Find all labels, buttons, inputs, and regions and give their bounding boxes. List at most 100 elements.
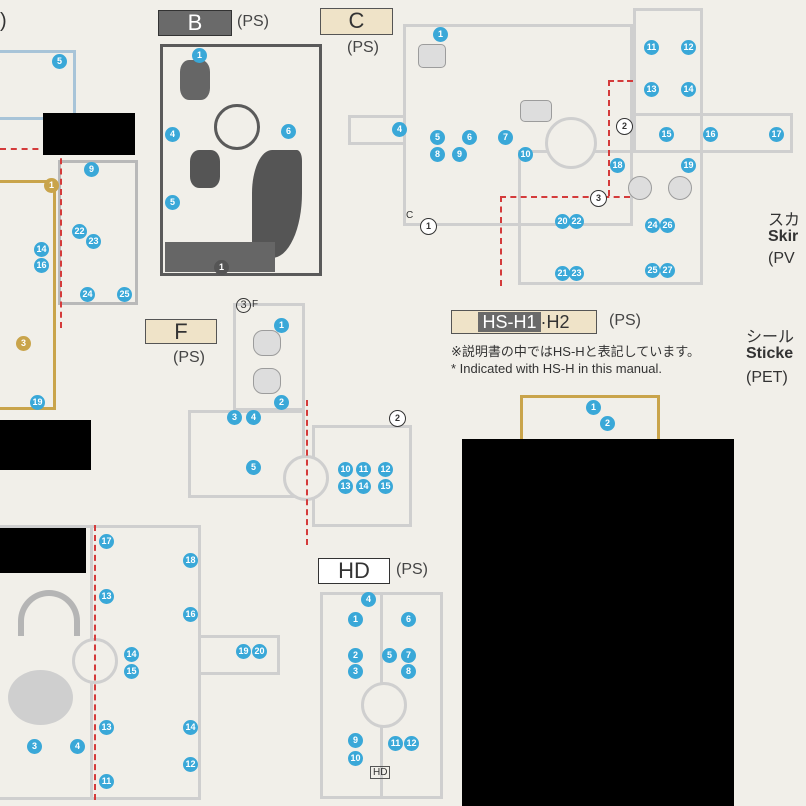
callout: 17: [99, 534, 114, 549]
runner-b-gate-ring: [214, 104, 260, 150]
callout: 19: [236, 644, 251, 659]
left-partial-runner: ) 5 1 9 22 23 14 16 24 25 3 19: [0, 0, 140, 420]
runner-b-material: (PS): [237, 13, 269, 30]
callout: 25: [645, 263, 660, 278]
runner-e-arm: [200, 635, 280, 675]
callout: 11: [388, 736, 403, 751]
callout: 20: [252, 644, 267, 659]
redaction-box: [0, 525, 86, 573]
callout: 5: [430, 130, 445, 145]
callout: 5: [165, 195, 180, 210]
callout: 12: [404, 736, 419, 751]
runner-c-label: C: [320, 8, 393, 35]
callout: 16: [34, 258, 49, 273]
callout: 15: [378, 479, 393, 494]
part: [668, 176, 692, 200]
callout: 25: [117, 287, 132, 302]
runner-c-gate-line: [500, 196, 630, 198]
callout: 10: [348, 751, 363, 766]
hs-note-jp: ※説明書の中ではHS-Hと表記しています。: [451, 344, 700, 359]
redaction-box: [43, 113, 135, 155]
callout: 14: [356, 479, 371, 494]
redaction-box: [0, 420, 91, 470]
callout: 26: [660, 218, 675, 233]
claw-part: [180, 60, 210, 100]
callout: 5: [52, 54, 67, 69]
callout: 12: [378, 462, 393, 477]
callout: 1: [433, 27, 448, 42]
callout: 4: [70, 739, 85, 754]
redaction-box: [462, 439, 734, 806]
callout: 15: [124, 664, 139, 679]
callout: 1: [214, 260, 229, 275]
callout: 20: [555, 214, 570, 229]
callout: 18: [183, 553, 198, 568]
part: [253, 330, 281, 356]
runner-c-gate-line-v: [500, 196, 502, 286]
callout: 9: [348, 733, 363, 748]
sticker-label-en: Sticke: [746, 345, 794, 362]
runner-c-frame-lower: [518, 150, 703, 285]
callout: 2: [348, 648, 363, 663]
runner-hs-dot: ·: [540, 312, 547, 332]
skirt-label-jp: スカ: [768, 212, 801, 229]
runner-hd-label: HD: [318, 558, 390, 584]
callout: 16: [183, 607, 198, 622]
callout: 22: [569, 214, 584, 229]
callout: 14: [124, 647, 139, 662]
callout: 23: [569, 266, 584, 281]
left-top-runner: [0, 50, 76, 120]
callout: 4: [246, 410, 261, 425]
armor-part: [8, 670, 73, 725]
runner-f-tag-3: 3: [236, 298, 251, 313]
callout: 1: [586, 400, 601, 415]
callout: 11: [644, 40, 659, 55]
runner-hd-gate-ring: [361, 682, 407, 728]
callout: 15: [659, 127, 674, 142]
runner-hs-material: (PS): [609, 312, 641, 329]
callout: 14: [34, 242, 49, 257]
callout: 22: [72, 224, 87, 239]
runner-c-tag: C: [406, 210, 414, 221]
callout: 2: [616, 118, 633, 135]
runner-hd-stamp: HD: [370, 766, 391, 779]
callout: 3: [27, 739, 42, 754]
runner-hs-frame: [520, 395, 660, 440]
runner-f-letter: F: [174, 319, 188, 344]
callout: 9: [452, 147, 467, 162]
callout: 3: [590, 190, 607, 207]
left-grey-runner: [58, 160, 138, 305]
callout: 11: [356, 462, 371, 477]
runner-c-frame-wide-right: [633, 113, 793, 153]
claw-part: [190, 150, 220, 188]
callout: 6: [281, 124, 296, 139]
callout: 4: [165, 127, 180, 142]
callout: 4: [361, 592, 376, 607]
runner-b-label: B: [158, 10, 232, 36]
callout: 7: [401, 648, 416, 663]
runner-hs-label: HS-H1·H2: [451, 310, 597, 334]
callout: 5: [382, 648, 397, 663]
callout: 19: [681, 158, 696, 173]
callout: 24: [80, 287, 95, 302]
runner-hs-h1: HS-H1: [478, 312, 541, 332]
callout: 18: [610, 158, 625, 173]
left-gate-line: [0, 148, 60, 150]
part: [418, 44, 446, 68]
callout: 3: [16, 336, 31, 351]
callout: 7: [498, 130, 513, 145]
runner-e-gate-line: [94, 525, 96, 800]
runner-hs-h2: H2: [546, 312, 570, 332]
callout: 13: [644, 82, 659, 97]
callout: 8: [430, 147, 445, 162]
hs-note-en: * Indicated with HS-H in this manual.: [451, 361, 662, 376]
callout: 1: [420, 218, 437, 235]
runner-c-arm: [348, 115, 406, 145]
callout: 27: [660, 263, 675, 278]
callout: 10: [338, 462, 353, 477]
left-gate-line-v: [60, 148, 62, 328]
armor-part: [18, 590, 80, 636]
runner-f-material: (PS): [173, 349, 205, 366]
callout: 11: [99, 774, 114, 789]
runner-c-gate-line-top: [608, 80, 633, 82]
